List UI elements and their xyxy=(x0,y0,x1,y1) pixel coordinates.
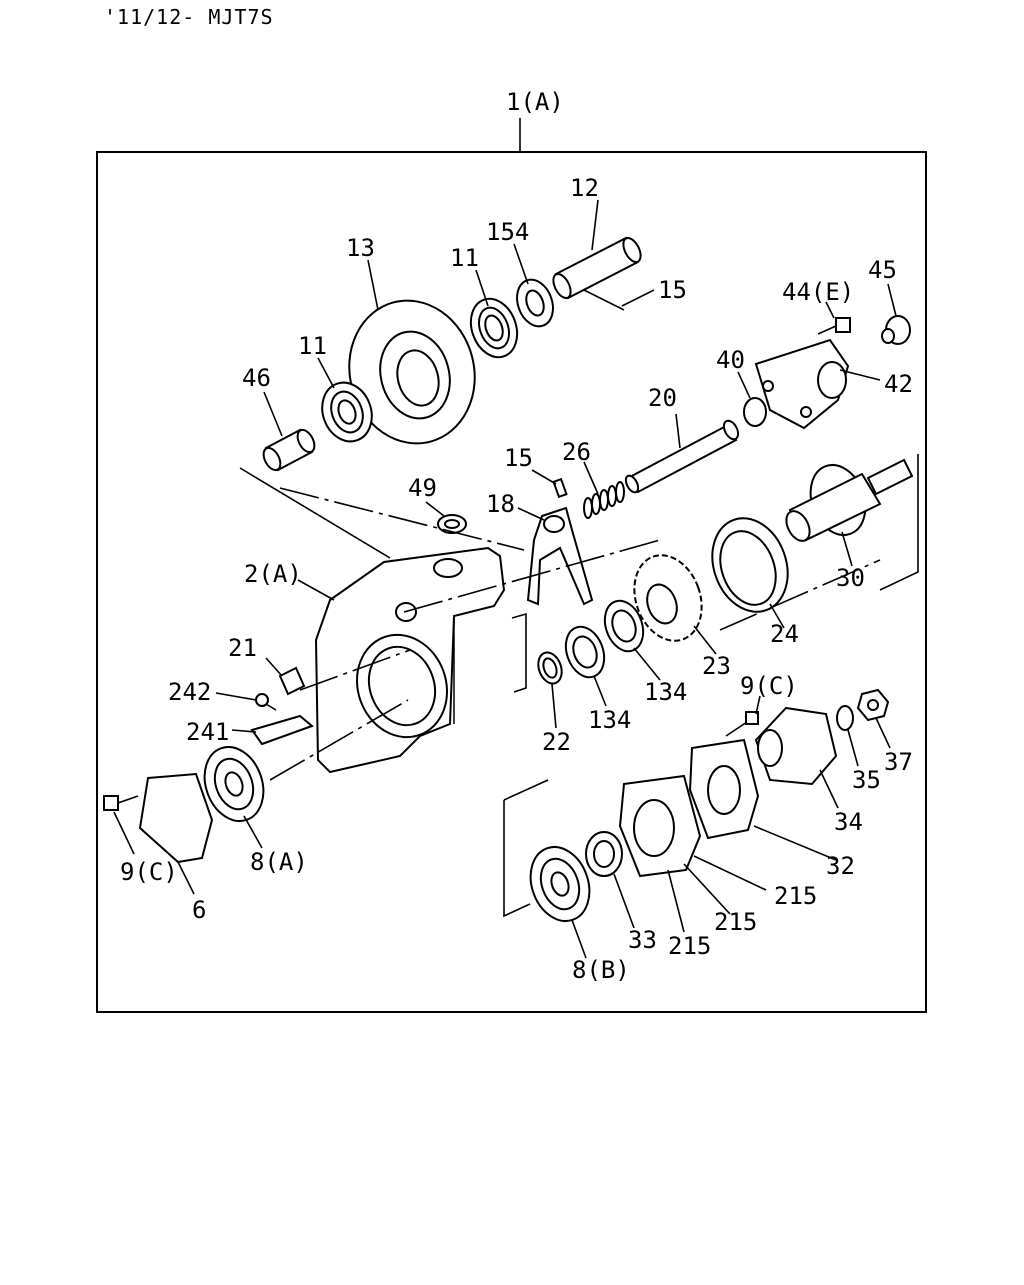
callout-215-b: 215 xyxy=(714,908,757,936)
part-34-flange xyxy=(754,706,838,786)
callout-20: 20 xyxy=(648,384,677,412)
part-30-output-shaft xyxy=(785,458,914,542)
part-13-large-gear xyxy=(348,299,476,445)
callout-6: 6 xyxy=(192,896,206,924)
part-241-plate xyxy=(250,714,314,746)
part-35-washer xyxy=(836,705,854,731)
part-6-cover xyxy=(138,772,214,864)
leader-lines xyxy=(113,199,897,959)
callout-26: 26 xyxy=(562,438,591,466)
part-18-shift-fork xyxy=(526,506,594,606)
callout-44e: 44(E) xyxy=(782,278,854,306)
part-45-plug xyxy=(881,315,911,345)
part-33-seal xyxy=(585,831,623,877)
part-32-gasket xyxy=(688,738,760,840)
callout-23: 23 xyxy=(702,652,731,680)
part-20-shift-rod xyxy=(624,419,740,494)
callout-241: 241 xyxy=(186,718,229,746)
callout-9c-right: 9(C) xyxy=(740,672,798,700)
assembly-label: 1(A) xyxy=(506,88,564,116)
callout-32: 32 xyxy=(826,852,855,880)
part-11-bearing-upper xyxy=(469,297,519,359)
part-21-plug xyxy=(278,666,306,696)
part-154-washer xyxy=(516,278,554,328)
part-37-nut xyxy=(856,688,890,722)
part-15-pin xyxy=(552,477,568,499)
callout-15-lower: 15 xyxy=(504,444,533,472)
part-42-housing xyxy=(754,338,850,430)
callout-18: 18 xyxy=(486,490,515,518)
model-code-header: '11/12- MJT7S xyxy=(104,5,274,29)
callout-9c-left: 9(C) xyxy=(120,858,178,886)
part-22-snap-ring xyxy=(537,651,563,685)
callout-46: 46 xyxy=(242,364,271,392)
callout-242: 242 xyxy=(168,678,211,706)
callout-45: 45 xyxy=(868,256,897,284)
callout-34: 34 xyxy=(834,808,863,836)
callout-11-upper: 11 xyxy=(450,244,479,272)
callout-42: 42 xyxy=(884,370,913,398)
callout-8b: 8(B) xyxy=(572,956,630,984)
part-9c-bolt-right xyxy=(725,711,759,737)
callout-37: 37 xyxy=(884,748,913,776)
assembly-frame xyxy=(96,151,927,1013)
callout-33: 33 xyxy=(628,926,657,954)
callout-35: 35 xyxy=(852,766,881,794)
callout-134-upper: 134 xyxy=(644,678,687,706)
part-9c-bolt-left xyxy=(103,795,139,811)
center-lines xyxy=(239,454,919,918)
part-215-cover xyxy=(618,774,702,878)
callout-2a: 2(A) xyxy=(244,560,302,588)
part-44e-bolt xyxy=(817,317,851,335)
callout-30: 30 xyxy=(836,564,865,592)
callout-13: 13 xyxy=(346,234,375,262)
part-23-gear xyxy=(633,554,703,642)
part-134-needle-bearing-upper xyxy=(603,599,645,653)
callout-134-lower: 134 xyxy=(588,706,631,734)
part-24-ring xyxy=(711,517,789,613)
callout-215-c: 215 xyxy=(668,932,711,960)
callout-21: 21 xyxy=(228,634,257,662)
part-40-oring xyxy=(743,397,767,427)
callout-24: 24 xyxy=(770,620,799,648)
part-11-bearing-lower xyxy=(321,381,373,443)
part-49-seal xyxy=(437,514,467,534)
callout-40: 40 xyxy=(716,346,745,374)
part-8a-bearing xyxy=(203,746,265,822)
part-242-screw xyxy=(255,693,277,711)
callout-11-lower: 11 xyxy=(298,332,327,360)
part-26-spring xyxy=(583,481,625,519)
callout-8a: 8(A) xyxy=(250,848,308,876)
part-134-needle-bearing-lower xyxy=(564,625,606,679)
callout-15-upper: 15 xyxy=(658,276,687,304)
callout-154: 154 xyxy=(486,218,529,246)
part-8b-bearing xyxy=(529,846,591,922)
part-46-sleeve xyxy=(262,428,316,472)
callout-215-a: 215 xyxy=(774,882,817,910)
callout-12: 12 xyxy=(570,174,599,202)
callout-22: 22 xyxy=(542,728,571,756)
callout-49: 49 xyxy=(408,474,437,502)
part-12-shaft xyxy=(552,236,642,311)
part-2a-case xyxy=(314,546,506,774)
